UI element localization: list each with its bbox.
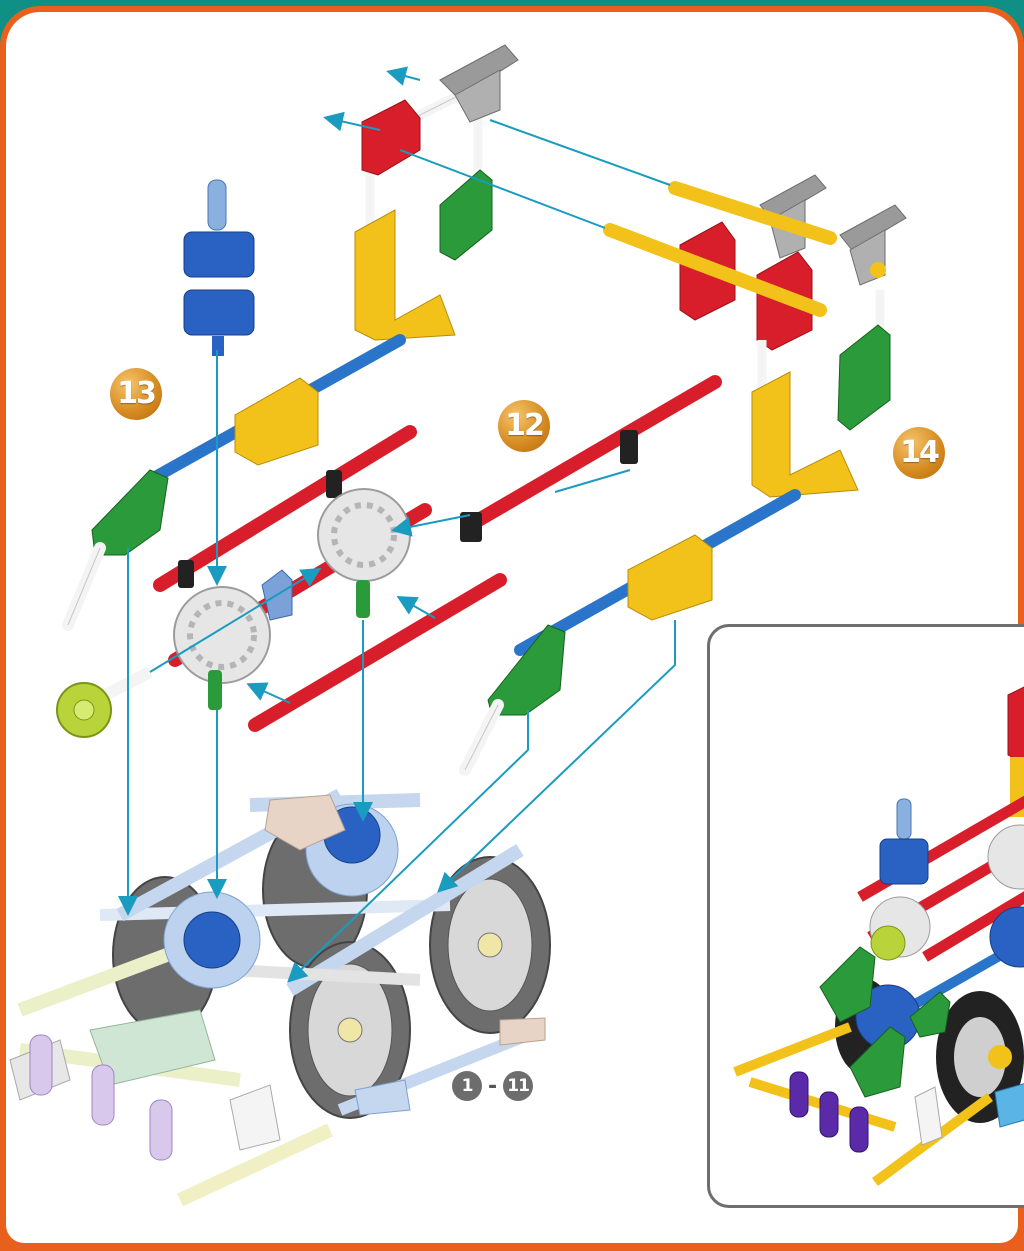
step-number-badge-14: 14 — [893, 427, 945, 479]
range-end-badge: 11 — [503, 1071, 534, 1101]
step-number-badge-13: 13 — [110, 368, 162, 420]
left-rod-assembly — [62, 179, 406, 631]
upper-frame-assembly — [354, 44, 907, 498]
previous-steps-range: 1 - 11 — [452, 1070, 534, 1102]
range-start-badge: 1 — [452, 1071, 482, 1101]
step-number-badge-12: 12 — [498, 400, 550, 452]
middle-gear-assembly — [56, 375, 722, 738]
chassis-base — [9, 788, 551, 1207]
completed-model-inset — [707, 624, 1024, 1208]
completed-model-illustration — [733, 686, 1024, 1187]
assembly-guide-lines — [118, 66, 676, 983]
right-rod-assembly — [459, 489, 801, 776]
range-separator: - — [488, 1073, 498, 1099]
